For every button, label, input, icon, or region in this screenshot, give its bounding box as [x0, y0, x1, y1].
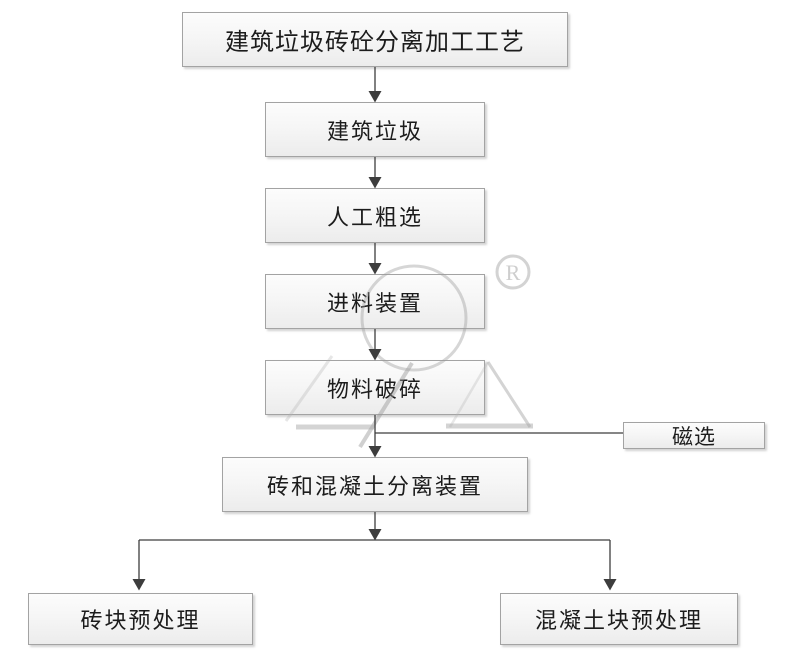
watermark-right-slope-icon	[486, 361, 532, 428]
node-material-crushing: 物料破碎	[265, 360, 485, 415]
arrowhead-down-icon	[368, 446, 382, 458]
arrowhead-down-icon	[603, 579, 617, 591]
node-magnetic-separation: 磁选	[623, 422, 765, 449]
node-construction-waste: 建筑垃圾	[265, 102, 485, 157]
registered-trademark-letter: R	[506, 260, 521, 285]
arrowhead-down-icon	[368, 529, 382, 541]
registered-trademark-icon	[495, 254, 531, 290]
arrowhead-down-icon	[368, 349, 382, 361]
node-concrete-pretreatment: 混凝土块预处理	[500, 593, 738, 645]
node-title: 建筑垃圾砖砼分离加工工艺	[182, 12, 568, 67]
node-manual-sorting: 人工粗选	[265, 188, 485, 243]
arrowhead-down-icon	[368, 91, 382, 103]
node-brick-pretreatment: 砖块预处理	[28, 593, 253, 645]
node-separation-device: 砖和混凝土分离装置	[222, 457, 528, 512]
arrowhead-down-icon	[368, 177, 382, 189]
arrowhead-down-icon	[368, 263, 382, 275]
node-feeding-device: 进料装置	[265, 274, 485, 329]
arrowhead-down-icon	[132, 579, 146, 591]
